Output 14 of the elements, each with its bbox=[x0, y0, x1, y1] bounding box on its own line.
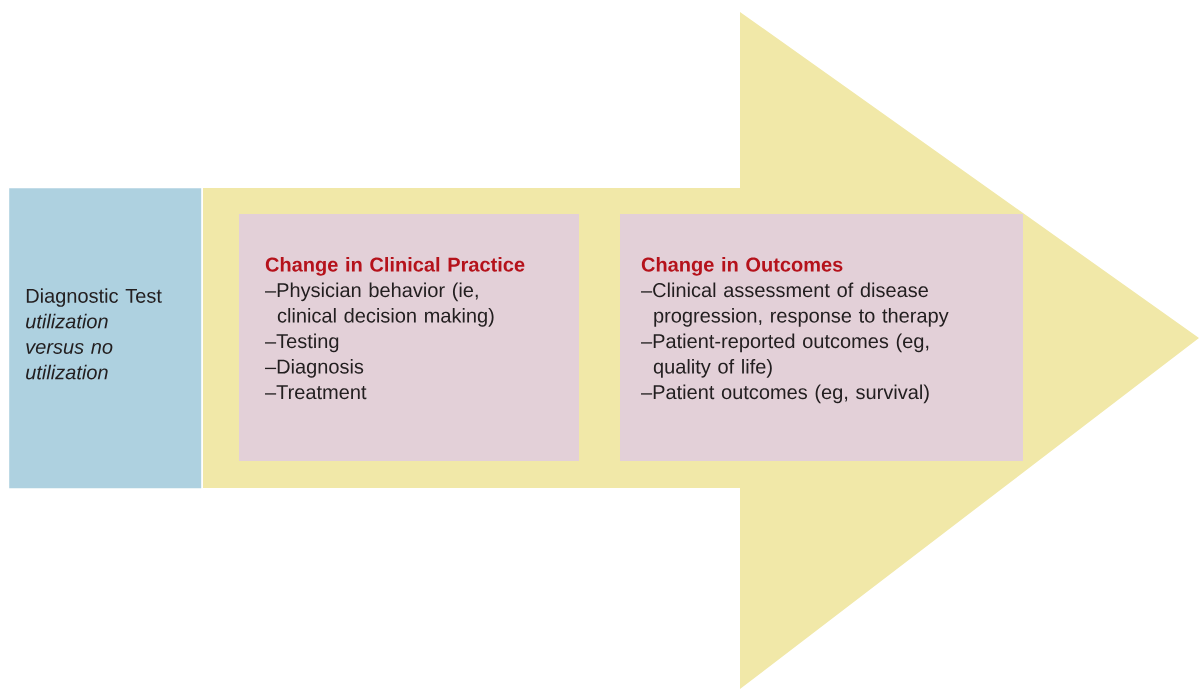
list-item: –Patient-reported outcomes (eg, quality of life) bbox=[641, 333, 929, 378]
list-item: –Testing bbox=[265, 333, 339, 353]
content-box bbox=[239, 214, 579, 461]
label-text: utilization versus no utilization bbox=[26, 313, 113, 380]
content-box bbox=[620, 214, 1023, 461]
list-item: –Treatment bbox=[265, 385, 367, 400]
heading: Change in Outcomes bbox=[641, 257, 843, 276]
label-text: Diagnostic Test bbox=[26, 288, 162, 307]
label-box bbox=[9, 188, 202, 489]
list-item: –Patient outcomes (eg, survival) bbox=[641, 384, 929, 404]
list-item: –Physician behavior (ie, clinical decision making) bbox=[265, 282, 494, 327]
list-item: –Diagnosis bbox=[265, 359, 364, 378]
heading: Change in Clinical Practice bbox=[265, 257, 525, 276]
list-item: –Clinical assessment of disease progression, response to therapy bbox=[641, 282, 949, 327]
